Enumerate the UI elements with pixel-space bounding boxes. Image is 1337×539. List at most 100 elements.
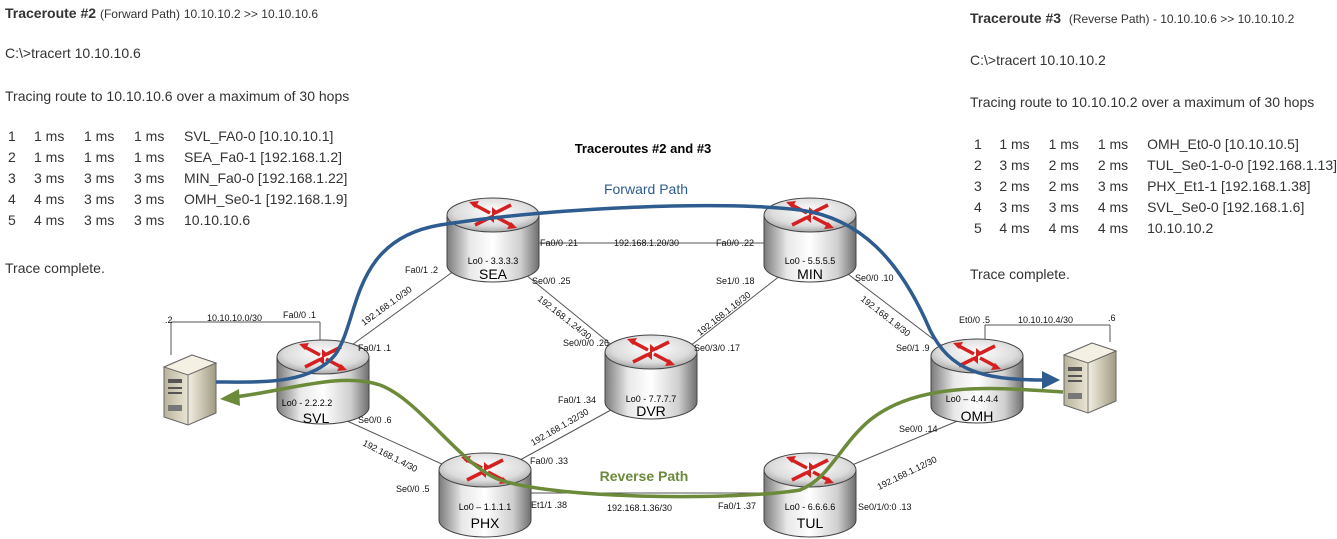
hop-time: 2 ms: [1097, 157, 1129, 173]
table-row: 1 1 ms 1 ms 1 ms OMH_Et0-0 [10.10.10.5]: [966, 136, 1337, 157]
router-phx-loopback: Lo0 – 1.1.1.1: [459, 502, 512, 512]
hop-number: 1: [8, 128, 16, 144]
hop-time: 1 ms: [999, 136, 1030, 152]
hop-time: 4 ms: [1097, 199, 1129, 215]
hop-time: 4 ms: [1097, 220, 1129, 236]
hop-dest: TUL_Se0-1-0-0 [192.168.1.13]: [1147, 157, 1337, 173]
hop-time: 3 ms: [1097, 178, 1129, 194]
label-omh-lan-net: 10.10.10.4/30: [1018, 315, 1073, 325]
hop-dest: 10.10.10.6: [184, 212, 251, 228]
hop-time: 4 ms: [1048, 220, 1079, 236]
label-host-left-ip: .2: [165, 315, 173, 325]
hop-dest: PHX_Et1-1 [192.168.1.38]: [1147, 178, 1311, 194]
traceroute-3-title: Traceroute #3 (Reverse Path) - 10.10.10.…: [970, 10, 1294, 26]
hop-time: 2 ms: [999, 178, 1030, 194]
hop-number: 3: [8, 170, 16, 186]
label-dvr-se030: Se0/3/0 .17: [694, 343, 740, 353]
router-sea-loopback: Lo0 - 3.3.3.3: [468, 256, 519, 266]
hop-time: 4 ms: [34, 191, 65, 207]
router-sea: Lo0 - 3.3.3.3 SEA: [446, 197, 540, 283]
router-dvr-name: DVR: [636, 403, 666, 419]
link-dvr-min: [684, 267, 791, 351]
traceroute-3-complete: Trace complete.: [970, 266, 1070, 282]
host-right-pc-icon: [1062, 342, 1118, 414]
table-row: 2 3 ms 2 ms 2 ms TUL_Se0-1-0-0 [192.168.…: [966, 157, 1337, 178]
label-omh-se00: Se0/0 .14: [899, 424, 938, 434]
label-sea-fa00: Fa0/0 .21: [540, 238, 578, 248]
traceroute-2-title-bold: Traceroute #2: [5, 5, 97, 21]
forward-path-arrowhead: [1042, 371, 1060, 389]
traceroute-2-command: C:\>tracert 10.10.10.6: [5, 45, 141, 61]
link-sea-dvr: [519, 269, 619, 351]
hop-time: 1 ms: [84, 149, 115, 165]
router-svl-loopback: Lo0 - 2.2.2.2: [282, 398, 333, 408]
router-phx-name: PHX: [471, 515, 500, 531]
label-svl-fa00: Fa0/0 .1: [283, 310, 316, 320]
router-sea-name: SEA: [479, 266, 508, 282]
traceroute-2-tracing: Tracing route to 10.10.10.6 over a maxim…: [5, 88, 350, 104]
table-row: 1 1 ms 1 ms 1 ms SVL_FA0-0 [10.10.10.1]: [0, 128, 347, 149]
host-left-pc-icon: [162, 354, 218, 426]
label-omh-se01: Se0/1 .9: [896, 343, 930, 353]
links: [170, 242, 1111, 494]
hop-time: 2 ms: [1048, 157, 1079, 173]
label-sea-se00: Se0/0 .25: [532, 276, 571, 286]
label-min-se00: Se0/0 .10: [855, 273, 894, 283]
traceroute-3-title-bold: Traceroute #3: [970, 10, 1062, 26]
forward-path-line: [215, 203, 1046, 384]
router-tul: Lo0 - 6.6.6.6 TUL: [763, 452, 857, 538]
label-dvr-se000: Se0/0/0 .26: [563, 338, 609, 348]
hop-time: 1 ms: [84, 128, 115, 144]
label-omh-et00: Et0/0 .5: [959, 315, 990, 325]
hop-time: 3 ms: [1048, 199, 1079, 215]
table-row: 4 3 ms 3 ms 4 ms SVL_Se0-0 [192.168.1.6]: [966, 199, 1337, 220]
table-row: 3 2 ms 2 ms 3 ms PHX_Et1-1 [192.168.1.38…: [966, 178, 1337, 199]
reverse-path-arrowhead: [220, 389, 240, 406]
forward-path-label: Forward Path: [604, 181, 688, 197]
hop-dest: SVL_Se0-0 [192.168.1.6]: [1147, 199, 1305, 215]
label-phx-tul-net: 192.168.1.36/30: [607, 503, 672, 513]
label-sea-min-net: 192.168.1.20/30: [614, 238, 679, 248]
label-host-right-ip: .6: [1108, 313, 1116, 323]
hop-dest: MIN_Fa0-0 [192.168.1.22]: [184, 170, 348, 186]
label-dvr-fa01: Fa0/1 .34: [558, 395, 596, 405]
router-svl: Lo0 - 2.2.2.2 SVL: [276, 339, 370, 426]
router-dvr-loopback: Lo0 - 7.7.7.7: [626, 394, 677, 404]
router-min-loopback: Lo0 - 5.5.5.5: [785, 256, 836, 266]
router-min-name: MIN: [797, 266, 823, 282]
table-row: 2 1 ms 1 ms 1 ms SEA_Fa0-1 [192.168.1.2]: [0, 149, 347, 170]
traceroute-2-title: Traceroute #2 (Forward Path) 10.10.10.2 …: [5, 5, 318, 21]
hop-time: 3 ms: [84, 191, 115, 207]
reverse-path-line: [234, 378, 1064, 499]
label-phx-se00: Se0/0 .5: [396, 484, 430, 494]
label-tul-fa01: Fa0/1 .37: [718, 501, 756, 511]
hop-time: 3 ms: [34, 170, 65, 186]
link-svl-sea: [344, 267, 459, 351]
link-svl-phx: [344, 419, 456, 471]
hop-time: 3 ms: [134, 191, 165, 207]
hop-number: 5: [8, 212, 16, 228]
hop-time: 1 ms: [34, 149, 65, 165]
traceroute-3-tracing: Tracing route to 10.10.10.2 over a maxim…: [970, 94, 1315, 110]
hop-time: 4 ms: [999, 220, 1030, 236]
hop-number: 4: [974, 199, 982, 215]
hop-time: 3 ms: [999, 199, 1030, 215]
hop-time: 1 ms: [134, 128, 165, 144]
hop-time: 3 ms: [999, 157, 1030, 173]
hop-number: 1: [974, 136, 982, 152]
label-min-se10: Se1/0 .18: [716, 276, 755, 286]
router-omh-loopback: Lo0 – 4.4.4.4: [946, 394, 999, 404]
link-tul-omh: [839, 419, 961, 471]
hop-number: 2: [974, 157, 982, 173]
label-min-fa00: Fa0/0 .22: [716, 238, 754, 248]
diagram-title: Traceroutes #2 and #3: [575, 141, 712, 156]
hop-time: 3 ms: [134, 170, 165, 186]
label-svl-fa01: Fa0/1 .1: [358, 343, 391, 353]
router-omh-name: OMH: [961, 408, 994, 424]
traceroute-3-command: C:\>tracert 10.10.10.2: [970, 52, 1106, 68]
router-tul-name: TUL: [797, 515, 824, 531]
hop-time: 2 ms: [1048, 178, 1079, 194]
label-sea-fa01: Fa0/1 .2: [405, 265, 438, 275]
table-row: 5 4 ms 3 ms 3 ms 10.10.10.6: [0, 212, 347, 233]
